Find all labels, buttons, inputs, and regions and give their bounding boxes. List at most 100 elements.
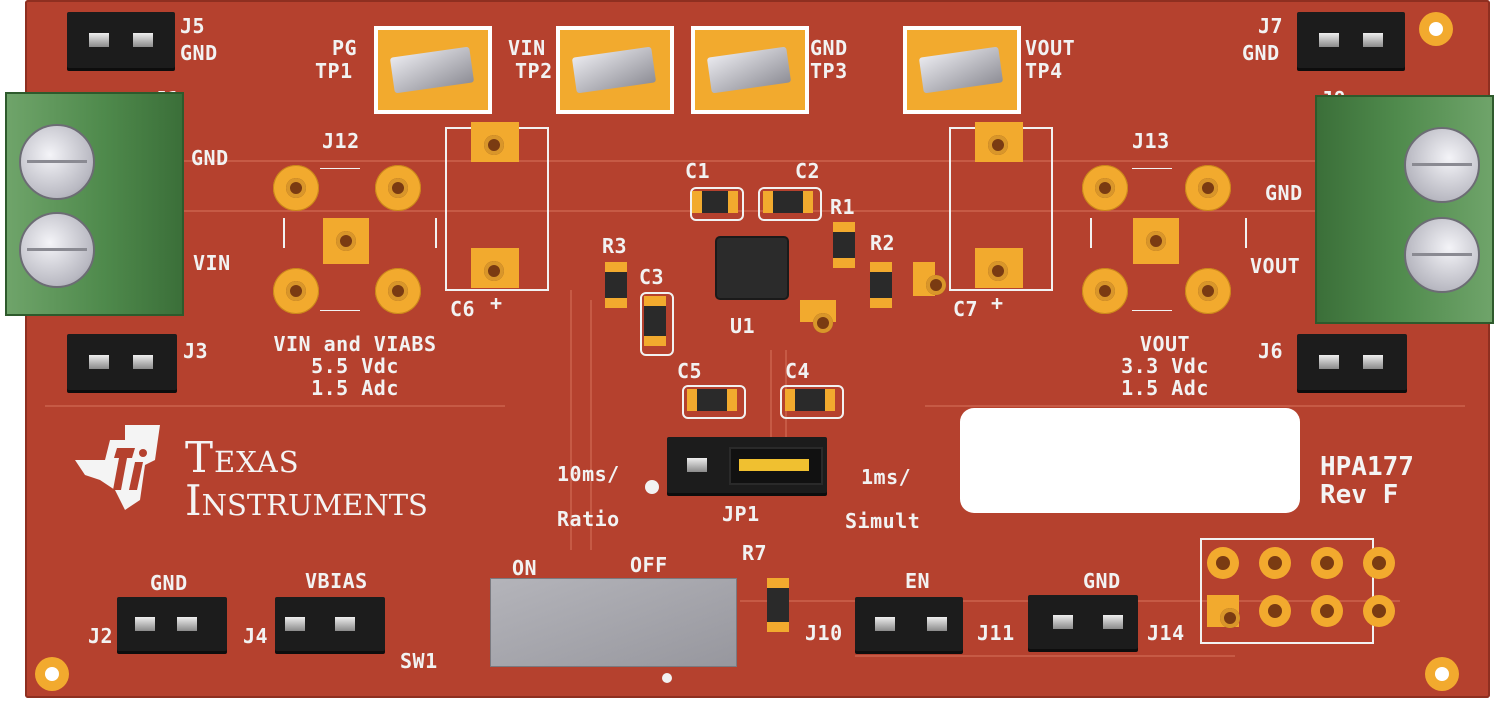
- trace: [590, 300, 592, 550]
- tp1-ref: TP1: [315, 59, 353, 83]
- c1-outline: [690, 187, 744, 221]
- resistor-r3: [605, 262, 627, 308]
- header-pin: [1319, 33, 1339, 47]
- r1-ref: R1: [830, 195, 856, 219]
- header-pin: [1363, 355, 1383, 369]
- j2-ref: J2: [88, 624, 114, 648]
- tp3-ref: TP3: [810, 59, 848, 83]
- c3-ref: C3: [639, 265, 665, 289]
- capacitor-c5: [687, 389, 737, 411]
- j12-ref: J12: [322, 129, 360, 153]
- tp4-ref: TP4: [1025, 59, 1063, 83]
- pin1-marker: [645, 480, 659, 494]
- pad: [913, 262, 946, 296]
- test-clip-icon: [571, 46, 657, 94]
- j1-bottom-label: VIN: [193, 251, 231, 275]
- pad: [1082, 268, 1128, 314]
- header-pin: [133, 33, 153, 47]
- jp1-ref: JP1: [722, 502, 760, 526]
- header-j10[interactable]: [855, 597, 963, 651]
- mounting-hole: [35, 657, 69, 691]
- header-j5[interactable]: [67, 12, 175, 68]
- screw-icon: [19, 212, 95, 288]
- header-pin: [335, 617, 355, 631]
- header-j3[interactable]: [67, 334, 177, 390]
- silk-line: [1132, 168, 1172, 169]
- silk-line: [435, 218, 437, 248]
- trace: [175, 160, 1425, 162]
- mounting-hole: [1425, 657, 1459, 691]
- silk-line: [320, 168, 360, 169]
- header-j14[interactable]: [1207, 545, 1395, 640]
- trace: [855, 655, 1235, 657]
- header-pin: [89, 355, 109, 369]
- jumper-jp1[interactable]: [667, 437, 827, 493]
- r3-ref: R3: [602, 234, 628, 258]
- header-pin: [135, 617, 155, 631]
- j14-ref: J14: [1147, 621, 1185, 645]
- test-point-tp4[interactable]: [907, 30, 1017, 110]
- test-point-tp1[interactable]: [378, 30, 488, 110]
- output-spec-line2: 3.3 Vdc: [1121, 354, 1209, 378]
- j10-label: EN: [905, 569, 931, 593]
- header-j11[interactable]: [1028, 595, 1138, 649]
- test-point-tp3[interactable]: [695, 30, 805, 110]
- c6-plus: +: [490, 291, 503, 315]
- terminal-block-j8[interactable]: [1315, 95, 1494, 324]
- c1-ref: C1: [685, 159, 711, 183]
- pin-pad: [1259, 595, 1291, 627]
- jp1-left-bottom: Ratio: [557, 507, 620, 531]
- j11-ref: J11: [977, 621, 1015, 645]
- header-pin: [687, 458, 707, 472]
- input-spec-line1: VIN and VIABS: [273, 332, 437, 356]
- sw1-ref: SW1: [400, 649, 438, 673]
- c7-pad: [975, 122, 1023, 162]
- header-pin: [1053, 615, 1073, 629]
- capacitor-c4: [785, 389, 835, 411]
- terminal-block-j1[interactable]: [5, 92, 184, 316]
- header-j4[interactable]: [275, 597, 385, 651]
- c6-ref: C6: [450, 297, 476, 321]
- j4-label: VBIAS: [305, 569, 368, 593]
- c7-pad: [975, 248, 1023, 288]
- j13-ref: J13: [1132, 129, 1170, 153]
- tp1-signal: PG: [332, 36, 358, 60]
- pad: [273, 268, 319, 314]
- output-spec-line1: VOUT: [1139, 332, 1191, 356]
- screw-icon: [1404, 217, 1480, 293]
- c4-ref: C4: [785, 359, 811, 383]
- tp2-ref: TP2: [515, 59, 553, 83]
- silk-line: [1245, 218, 1247, 248]
- header-j6[interactable]: [1297, 334, 1407, 390]
- j8-top-label: GND: [1265, 181, 1303, 205]
- c3-outline: [640, 292, 674, 356]
- screw-icon: [1404, 127, 1480, 203]
- test-clip-icon: [918, 46, 1004, 94]
- header-j7[interactable]: [1297, 12, 1405, 68]
- test-clip-icon: [706, 46, 792, 94]
- test-point-tp2[interactable]: [560, 30, 670, 110]
- jp1-right-bottom: Simult: [845, 509, 921, 533]
- header-pin: [927, 617, 947, 631]
- header-pin: [1363, 33, 1383, 47]
- pin-pad: [1207, 547, 1239, 579]
- silk-line: [1090, 218, 1092, 248]
- capacitor-c1: [692, 191, 738, 213]
- pad: [375, 268, 421, 314]
- j1-top-label: GND: [191, 146, 229, 170]
- trace: [570, 290, 572, 550]
- pad: [800, 300, 836, 333]
- j5-label: GND: [180, 41, 218, 65]
- pin-pad: [1363, 595, 1395, 627]
- sw1-off-label: OFF: [630, 553, 668, 577]
- pad: [1082, 165, 1128, 211]
- header-j2[interactable]: [117, 597, 227, 651]
- trace: [45, 405, 505, 407]
- mounting-hole: [1419, 12, 1453, 46]
- header-pin: [875, 617, 895, 631]
- pin-pad: [1207, 595, 1240, 628]
- jp1-left-top: 10ms/: [557, 462, 620, 486]
- switch-sw1[interactable]: [490, 578, 737, 667]
- pad: [1185, 268, 1231, 314]
- pcb-board: J5 GND J7 GND PG TP1 VIN TP2 GND TP3 VOU…: [5, 0, 1494, 698]
